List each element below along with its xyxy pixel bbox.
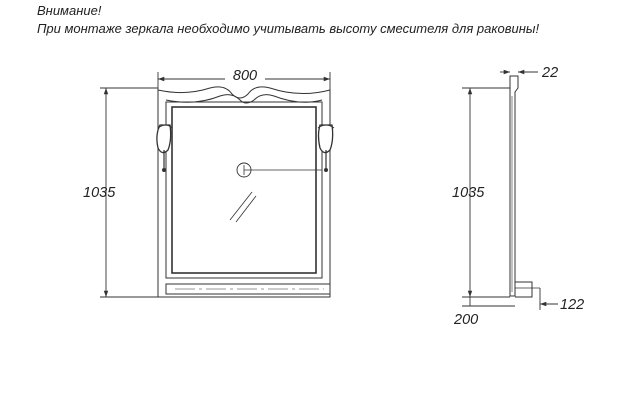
mirror-crest [165,94,323,104]
shelf-depth-dimension [539,288,558,310]
warning-note: Внимание! При монтаже зеркала необходимо… [37,2,539,38]
glass-reflection [229,191,253,221]
side-shelf [515,281,533,298]
glass-reflection [235,195,257,223]
mirror-glass-inner [171,106,317,274]
front-height-label: 1035 [83,185,116,201]
side-profile [509,75,519,297]
warning-text: При монтаже зеркала необходимо учитывать… [37,21,540,36]
shelf-height-label: 200 [453,312,478,328]
mirror-glass-outer [165,101,323,279]
mirror-outer-frame [157,86,331,298]
depth-top-label: 22 [541,65,558,81]
width-label-bg [225,68,265,82]
front-view [156,86,335,298]
front-height-dimension [100,87,158,298]
side-view [509,75,540,298]
side-height-label: 1035 [452,185,485,201]
shelf-height-dimension [462,297,515,307]
left-lamp [156,124,173,172]
bottom-shelf [165,283,331,295]
shelf-depth-label: 122 [560,297,584,313]
right-lamp [317,124,335,172]
width-label: 800 [233,68,257,84]
warning-title: Внимание! [37,3,102,18]
